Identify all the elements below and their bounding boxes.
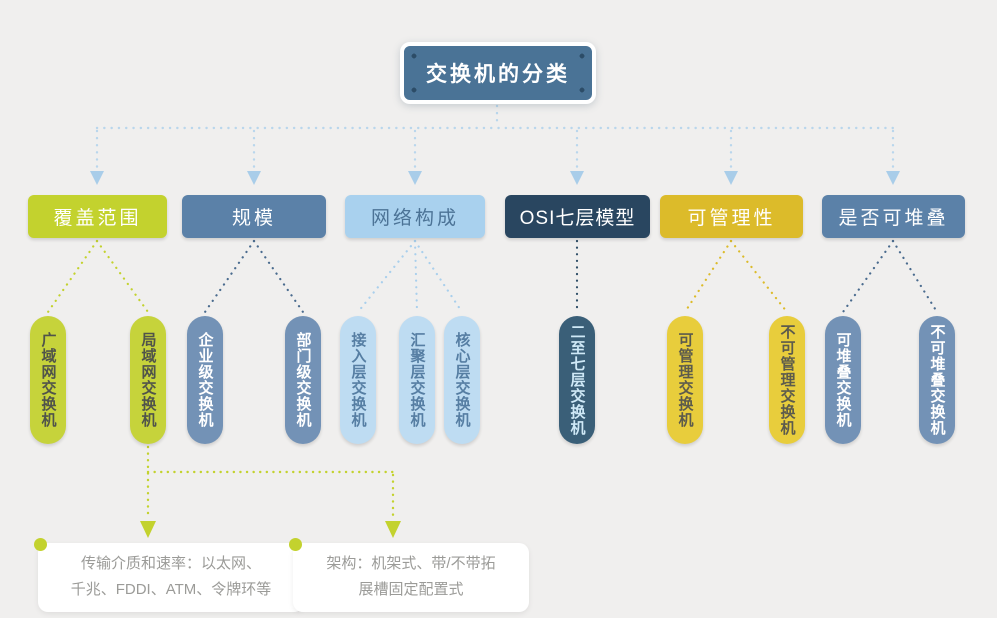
leaf-label: 二至七层交换机 <box>568 324 586 436</box>
leaf-label: 接入层交换机 <box>349 332 367 428</box>
fan-coverage <box>46 239 150 314</box>
leaf-layer2to7-switch: 二至七层交换机 <box>559 316 595 444</box>
leaf-label: 不可管理交换机 <box>778 324 796 436</box>
leaf-label: 可堆叠交换机 <box>834 332 852 428</box>
leaf-aggregation-layer-switch: 汇聚层交换机 <box>399 316 435 444</box>
leaf-enterprise-switch: 企业级交换机 <box>187 316 223 444</box>
category-label: 覆盖范围 <box>53 208 142 229</box>
note-line: 架构：机架式、带/不带拓 <box>326 555 496 572</box>
category-manageability: 可管理性 <box>660 195 803 238</box>
leaf-label: 不可堆叠交换机 <box>928 324 946 436</box>
root-label: 交换机的分类 <box>426 63 570 86</box>
category-label: 网络构成 <box>370 208 459 229</box>
fan-stack <box>841 239 939 314</box>
note-transmission-media: 传输介质和速率：以太网、 千兆、FDDI、ATM、令牌环等 <box>34 538 304 612</box>
note-line: 传输介质和速率：以太网、 <box>80 555 261 572</box>
note-bullet-dot <box>34 538 47 551</box>
note-line: 展槽固定配置式 <box>358 581 464 599</box>
note-bullet-dot <box>289 538 302 551</box>
leaf-label: 广域网交换机 <box>39 332 57 428</box>
leaf-managed-switch: 可管理交换机 <box>667 316 703 444</box>
category-label: 规模 <box>231 208 276 229</box>
fan-manage <box>683 239 789 314</box>
category-label: OSI七层模型 <box>519 208 636 229</box>
leaf-label: 可管理交换机 <box>676 332 694 428</box>
category-label: 可管理性 <box>687 208 776 229</box>
leaf-wan-switch: 广域网交换机 <box>30 316 66 444</box>
note-dotted-path <box>146 445 395 521</box>
category-stackable: 是否可堆叠 <box>822 195 965 238</box>
trunk-arrowheads <box>90 171 900 185</box>
leaf-label: 部门级交换机 <box>294 332 312 428</box>
fan-scale <box>203 239 305 314</box>
note-arrowheads <box>140 521 401 538</box>
leaf-lan-switch: 局域网交换机 <box>130 316 166 444</box>
leaf-access-layer-switch: 接入层交换机 <box>340 316 376 444</box>
category-scale: 规模 <box>182 195 326 238</box>
category-network: 网络构成 <box>345 195 485 238</box>
category-osi: OSI七层模型 <box>505 195 650 238</box>
leaf-unmanaged-switch: 不可管理交换机 <box>769 316 805 444</box>
leaf-core-layer-switch: 核心层交换机 <box>444 316 480 444</box>
leaf-label: 汇聚层交换机 <box>408 332 426 428</box>
leaf-nonstackable-switch: 不可堆叠交换机 <box>919 316 955 444</box>
fan-network <box>356 239 464 314</box>
leaf-label: 核心层交换机 <box>453 332 471 428</box>
leaf-department-switch: 部门级交换机 <box>285 316 321 444</box>
leaf-label: 局域网交换机 <box>139 332 157 428</box>
category-label: 是否可堆叠 <box>838 208 949 229</box>
leaf-stackable-switch: 可堆叠交换机 <box>825 316 861 444</box>
trunk-dotted-lines <box>95 104 895 170</box>
note-line: 千兆、FDDI、ATM、令牌环等 <box>70 581 272 599</box>
note-architecture: 架构：机架式、带/不带拓 展槽固定配置式 <box>289 538 529 612</box>
category-coverage: 覆盖范围 <box>28 195 167 238</box>
root-node: 交换机的分类 <box>400 42 596 104</box>
leaf-label: 企业级交换机 <box>196 332 214 428</box>
